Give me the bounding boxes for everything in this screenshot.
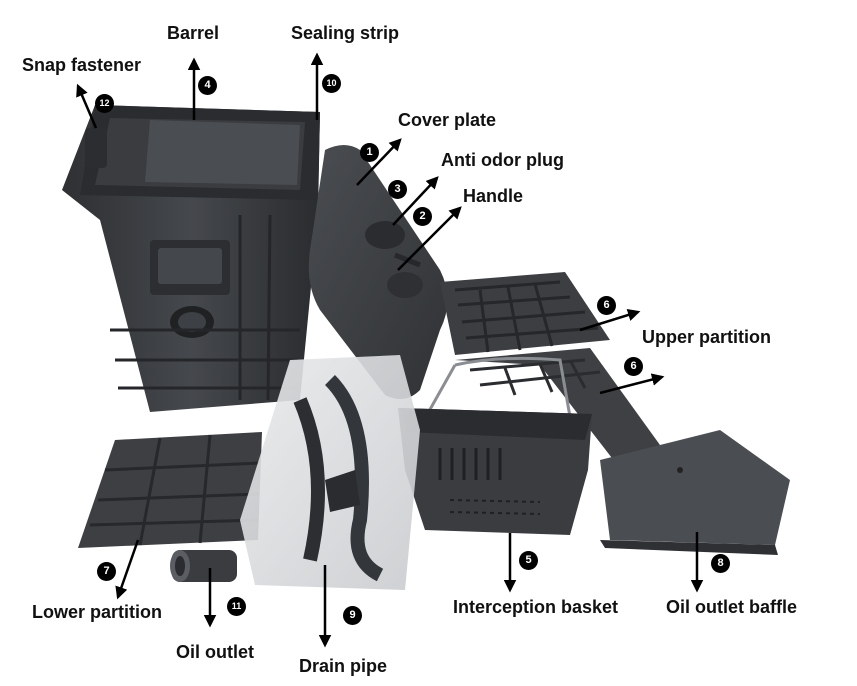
arrow-snap-fastener: [76, 83, 98, 129]
badge-9: 9: [343, 606, 362, 625]
label-oil-outlet-baffle: Oil outlet baffle: [666, 597, 798, 617]
upper-partition-2-part: [455, 348, 660, 462]
badge-4: 4: [198, 76, 217, 95]
oil-outlet-part: [170, 550, 237, 582]
lower-partition-part: [78, 432, 262, 548]
badge-3: 3: [388, 180, 407, 199]
label-anti-odor-plug: Anti odor plug: [441, 150, 564, 170]
oil-outlet-baffle-part: [600, 430, 790, 555]
label-handle: Handle: [463, 186, 524, 206]
drain-pipe-part: [240, 355, 420, 590]
label-drain-pipe: Drain pipe: [299, 656, 388, 676]
upper-partition-part: [440, 272, 610, 355]
arrow-cover-plate: [356, 138, 402, 186]
label-barrel: Barrel: [167, 23, 220, 43]
badge-1: 1: [360, 143, 379, 162]
label-oil-outlet: Oil outlet: [176, 642, 254, 662]
badge-5: 5: [519, 551, 538, 570]
label-sealing-strip: Sealing strip: [291, 23, 400, 43]
arrow-upper-partition-2: [599, 373, 665, 395]
arrow-upper-partition: [579, 308, 641, 332]
badge-10: 10: [322, 74, 341, 93]
badge-11: 11: [227, 597, 246, 616]
barrel-part: [62, 105, 320, 412]
label-cover-plate: Cover plate: [398, 110, 497, 130]
interception-basket-part: [398, 356, 592, 535]
arrow-handle: [397, 206, 462, 271]
badge-6-lower: 6: [624, 357, 643, 376]
cover-plate-part: [308, 145, 448, 399]
badge-2: 2: [413, 207, 432, 226]
label-upper-partition: Upper partition: [642, 327, 771, 347]
badge-6-upper: 6: [597, 296, 616, 315]
arrow-lower-partition: [115, 539, 140, 600]
badge-7: 7: [97, 562, 116, 581]
arrow-anti-odor-plug: [392, 176, 439, 226]
label-snap-fastener: Snap fastener: [22, 55, 142, 75]
badge-12: 12: [95, 94, 114, 113]
callout-arrows: [76, 52, 704, 648]
badge-8: 8: [711, 554, 730, 573]
label-interception-basket: Interception basket: [453, 597, 619, 617]
label-lower-partition: Lower partition: [32, 602, 162, 622]
